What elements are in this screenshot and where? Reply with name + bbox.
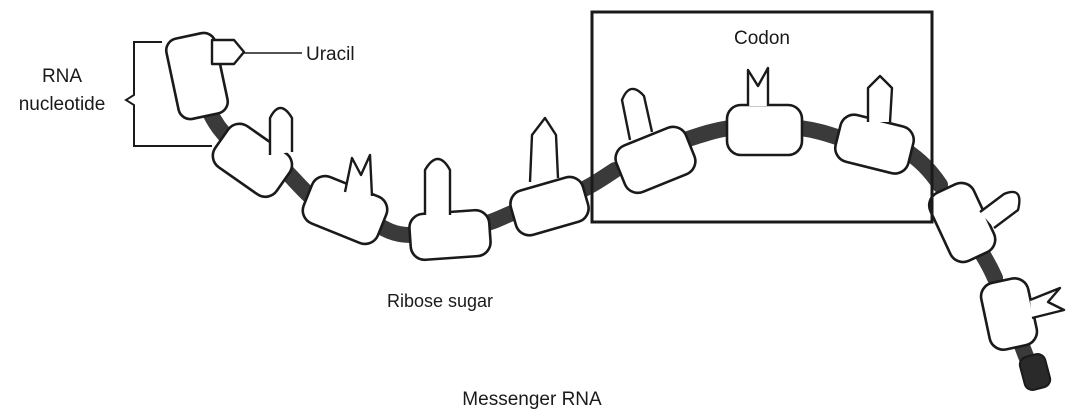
strand-end xyxy=(1018,352,1052,392)
diagram-title: Messenger RNA xyxy=(462,389,602,410)
rounded-peg-base xyxy=(622,89,652,140)
uracil-label: Uracil xyxy=(306,44,355,65)
notched-peg-base xyxy=(748,68,768,106)
backbone-linker xyxy=(685,128,730,140)
sugar-segment xyxy=(727,105,802,155)
pointed-peg-base xyxy=(868,76,892,122)
sugar-segment xyxy=(507,174,592,239)
notched-peg-base xyxy=(345,155,372,196)
rounded-peg-base xyxy=(425,159,450,215)
pointed-peg-base xyxy=(530,118,558,182)
rna-nucleotide-label-line1: RNA xyxy=(42,66,82,87)
pointed-peg-base xyxy=(212,40,244,64)
rna-nucleotide-label-line2: nucleotide xyxy=(19,94,106,115)
sugar-segment xyxy=(408,209,491,260)
sugar-segment xyxy=(299,172,392,248)
rounded-peg-base xyxy=(270,108,292,155)
backbone-linker xyxy=(800,128,840,138)
notched-peg-base xyxy=(1030,288,1064,318)
ribose-sugar-label: Ribose sugar xyxy=(387,291,493,311)
sugar-segment xyxy=(611,123,699,197)
sugar-segment xyxy=(978,276,1039,352)
codon-label: Codon xyxy=(734,28,790,49)
